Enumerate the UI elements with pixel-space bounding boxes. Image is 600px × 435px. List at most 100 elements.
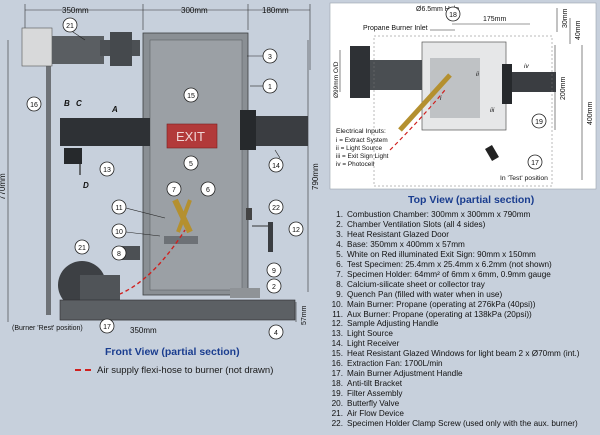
stand-pole bbox=[46, 30, 51, 315]
callout-15: 15 bbox=[183, 87, 199, 103]
parts-list-item: 17.Main Burner Adjustment Handle bbox=[331, 369, 463, 379]
base bbox=[59, 299, 296, 321]
specimen-holder-assembly bbox=[164, 198, 198, 244]
parts-list-item: 3.Heat Resistant Glazed Door bbox=[336, 229, 449, 239]
parts-list-item: 9.Quench Pan (filled with water when in … bbox=[336, 289, 503, 299]
callout-2: 2 bbox=[266, 278, 282, 294]
dim-base-height: 57mm bbox=[301, 305, 308, 325]
svg-text:6: 6 bbox=[206, 187, 210, 194]
callout-14: 14 bbox=[268, 149, 284, 173]
dim-200: 200mm bbox=[560, 76, 567, 100]
parts-list-item: 12.Sample Adjusting Handle bbox=[331, 319, 439, 329]
callout-22: 22 bbox=[268, 199, 284, 215]
dim-base-width: 350mm bbox=[130, 326, 157, 335]
svg-text:19: 19 bbox=[535, 119, 543, 126]
callout-5: 5 bbox=[183, 155, 199, 171]
top-fan bbox=[350, 46, 370, 98]
svg-text:8: 8 bbox=[117, 251, 121, 258]
svg-text:2: 2 bbox=[272, 284, 276, 291]
roman-iv: iv bbox=[524, 63, 529, 70]
svg-text:14: 14 bbox=[272, 163, 280, 170]
svg-text:9: 9 bbox=[272, 268, 276, 275]
sample-handle bbox=[64, 148, 82, 164]
parts-list-item: 10.Main Burner: Propane (operating at 27… bbox=[331, 299, 536, 309]
roman-ii: ii bbox=[476, 71, 479, 78]
callout-16: 16 bbox=[26, 96, 42, 112]
electrical-item-1: i = Extract System bbox=[336, 137, 388, 144]
aux-burner bbox=[268, 222, 273, 252]
svg-text:10: 10 bbox=[115, 229, 123, 236]
front-view-title: Front View (partial section) bbox=[105, 346, 240, 358]
parts-list-item: 11.Aux Burner: Propane (operating at 138… bbox=[332, 309, 532, 319]
dim-99: Ø99mm O/D bbox=[333, 61, 340, 98]
top-receiver-tube bbox=[506, 72, 556, 92]
dim-40: 40mm bbox=[575, 20, 582, 40]
callout-13: 13 bbox=[99, 161, 115, 177]
svg-text:22: 22 bbox=[272, 205, 280, 212]
callout-21: 21 bbox=[74, 239, 90, 255]
top-burner bbox=[398, 73, 452, 132]
test-position-label: In 'Test' position bbox=[500, 175, 548, 182]
svg-text:17: 17 bbox=[103, 324, 111, 331]
dim-height-790: 790mm bbox=[311, 163, 320, 190]
callout-6: 6 bbox=[200, 181, 216, 197]
svg-text:7: 7 bbox=[172, 187, 176, 194]
light-receiver-tube bbox=[248, 116, 308, 146]
svg-text:4: 4 bbox=[274, 330, 278, 337]
parts-list-item: 22.Specimen Holder Clamp Screw (used onl… bbox=[331, 419, 578, 429]
svg-text:13: 13 bbox=[103, 167, 111, 174]
svg-text:15: 15 bbox=[187, 93, 195, 100]
exit-sign bbox=[166, 123, 218, 149]
svg-text:11: 11 bbox=[115, 205, 122, 212]
parts-list: 1.Combustion Chamber: 300mm x 300mm x 79… bbox=[331, 210, 580, 429]
electrical-item-2: ii = Light Source bbox=[336, 145, 382, 152]
dim-175: 175mm bbox=[483, 16, 507, 23]
hose-legend-text: Air supply flexi-hose to burner (not dra… bbox=[97, 365, 274, 376]
roman-i: i bbox=[440, 95, 442, 102]
top-light-source-tube bbox=[360, 60, 422, 90]
callout-7: 7 bbox=[166, 181, 182, 197]
dashed-line-swatch bbox=[75, 369, 91, 372]
window-flange-right bbox=[240, 110, 256, 150]
svg-text:5: 5 bbox=[189, 161, 193, 168]
callout-20: 21 bbox=[62, 17, 86, 41]
top-view-title: Top View (partial section) bbox=[408, 194, 535, 206]
letter-b: B bbox=[64, 99, 70, 108]
burner-rest-note: (Burner 'Rest' position) bbox=[12, 325, 83, 332]
callout-8: 8 bbox=[111, 245, 127, 261]
parts-list-item: 4.Base: 350mm x 400mm x 57mm bbox=[336, 239, 465, 249]
callout-10: 10 bbox=[111, 223, 161, 239]
callout-3: 3 bbox=[247, 48, 278, 64]
parts-list-item: 15.Heat Resistant Glazed Windows for lig… bbox=[331, 349, 580, 359]
quench-pan bbox=[230, 288, 260, 298]
exit-sign-text: EXIT bbox=[176, 129, 205, 144]
parts-list-item: 7.Specimen Holder: 64mm² of 6mm x 6mm, 0… bbox=[336, 269, 551, 279]
dim-left-width: 350mm bbox=[62, 6, 89, 15]
top-window-flange bbox=[502, 64, 512, 104]
callout-12: 12 bbox=[288, 221, 304, 237]
top-hose-dashed bbox=[389, 89, 446, 151]
dim-chamber-width: 300mm bbox=[181, 6, 208, 15]
top-burner-test bbox=[485, 144, 499, 162]
svg-text:21: 21 bbox=[66, 23, 74, 30]
top-view-drawing: 175mm 30mm 40mm 200mm 400mm Ø99mm O/D Ø6… bbox=[329, 2, 597, 190]
callout-19: 19 bbox=[531, 113, 547, 129]
callout-17-top: 17 bbox=[527, 154, 543, 170]
parts-list-item: 1.Combustion Chamber: 300mm x 300mm x 79… bbox=[336, 210, 531, 219]
callout-18: 18 bbox=[445, 6, 461, 22]
top-dimension-lines bbox=[24, 4, 311, 70]
parts-list-item: 14.Light Receiver bbox=[331, 339, 400, 349]
hole-label: Ø6.5mm Hole bbox=[416, 6, 459, 13]
parts-list-item: 8.Calcium-silicate sheet or collector tr… bbox=[336, 279, 485, 289]
dim-400: 400mm bbox=[587, 101, 594, 125]
svg-text:21: 21 bbox=[78, 245, 86, 252]
roman-iii: iii bbox=[490, 107, 495, 114]
extraction-fan bbox=[21, 27, 140, 67]
electrical-item-4: iv = Photocell bbox=[336, 161, 374, 168]
parts-list-item: 19.Filter Assembly bbox=[331, 389, 403, 399]
svg-text:16: 16 bbox=[30, 102, 38, 109]
svg-text:12: 12 bbox=[292, 227, 300, 234]
parts-list-item: 20.Butterfly Valve bbox=[331, 399, 400, 409]
front-view-drawing: 350mm 300mm 180mm 790mm 770mm 350mm 57mm… bbox=[0, 4, 320, 340]
parts-list-item: 18.Anti-tilt Bracket bbox=[331, 379, 403, 389]
